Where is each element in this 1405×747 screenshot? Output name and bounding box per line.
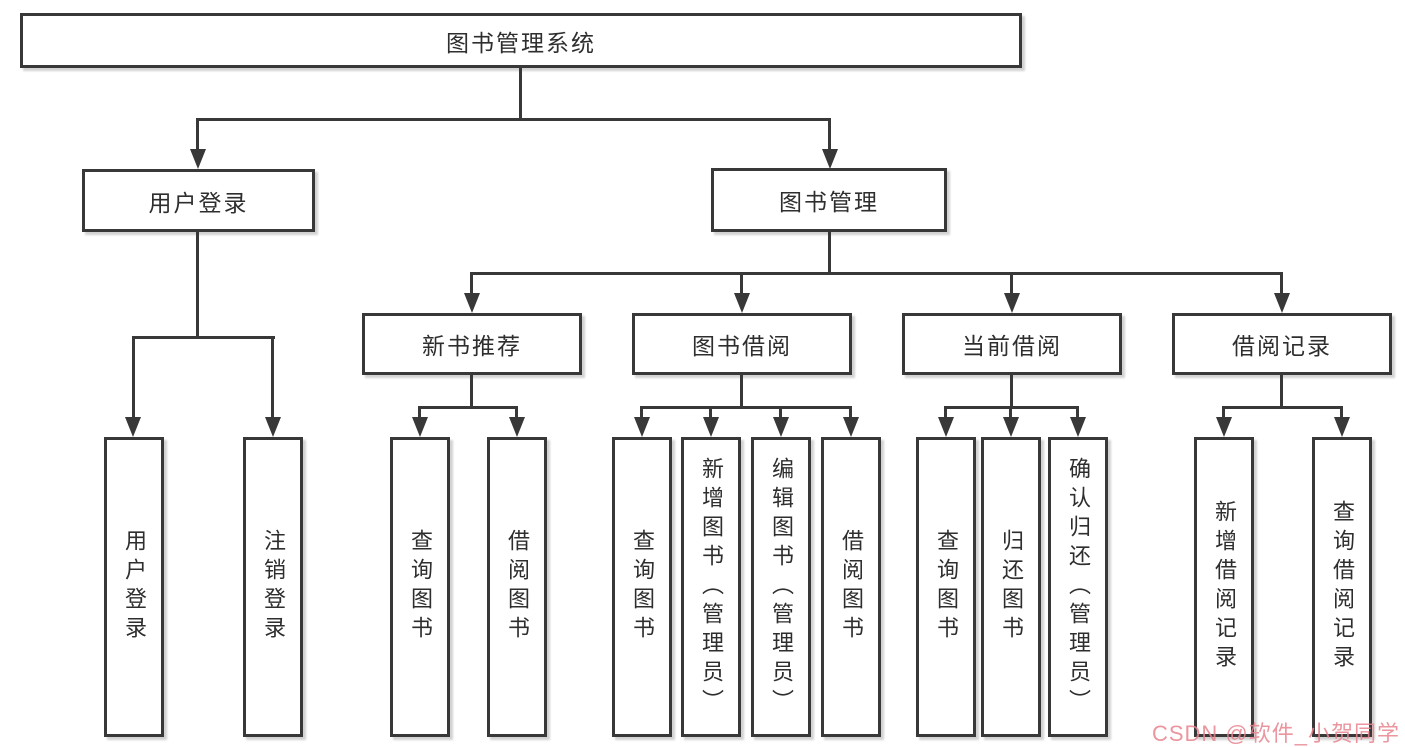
arrow-head-icon bbox=[822, 149, 838, 169]
leaf-label: 查询图书 bbox=[934, 529, 959, 645]
connector-line bbox=[642, 406, 852, 409]
connector-line bbox=[1224, 406, 1343, 409]
leaf-borrowing-edit-books-admin: 编辑图书（管理员） bbox=[751, 437, 811, 737]
connector-line bbox=[709, 406, 712, 417]
connector-line bbox=[1280, 272, 1283, 293]
connector-line bbox=[470, 272, 1283, 275]
leaf-label: 借阅图书 bbox=[505, 529, 530, 645]
arrow-head-icon bbox=[1334, 417, 1350, 437]
connector-line bbox=[420, 406, 518, 409]
leaf-label: 确认归还（管理员） bbox=[1066, 456, 1091, 718]
node-current-borrowing: 当前借阅 bbox=[902, 313, 1122, 375]
arrow-head-icon bbox=[634, 417, 650, 437]
arrow-head-icon bbox=[509, 417, 525, 437]
connector-line bbox=[1009, 406, 1012, 417]
connector-line bbox=[418, 406, 421, 417]
node-root: 图书管理系统 bbox=[20, 13, 1022, 68]
arrow-head-icon bbox=[938, 417, 954, 437]
leaf-borrowing-query-books: 查询图书 bbox=[612, 437, 672, 737]
connector-line bbox=[519, 68, 522, 118]
leaf-label: 注销登录 bbox=[261, 529, 286, 645]
leaf-label: 新增借阅记录 bbox=[1212, 500, 1237, 674]
connector-line bbox=[196, 232, 199, 336]
arrow-head-icon bbox=[265, 417, 281, 437]
arrow-head-icon bbox=[1004, 293, 1020, 313]
connector-line bbox=[828, 118, 831, 149]
leaf-label: 查询图书 bbox=[408, 529, 433, 645]
connector-line bbox=[849, 406, 852, 417]
connector-line bbox=[740, 375, 743, 406]
connector-line bbox=[196, 118, 199, 149]
csdn-watermark: CSDN @软件_小贺同学 bbox=[1151, 721, 1400, 746]
leaf-newbook-borrow-books: 借阅图书 bbox=[487, 437, 547, 737]
leaf-label: 用户登录 bbox=[122, 529, 147, 645]
leaf-label: 新增图书（管理员） bbox=[699, 456, 724, 718]
connector-line bbox=[828, 232, 831, 272]
arrow-head-icon bbox=[1070, 417, 1086, 437]
connector-line bbox=[1010, 272, 1013, 293]
connector-line bbox=[470, 375, 473, 406]
leaf-label: 查询图书 bbox=[630, 529, 655, 645]
arrow-head-icon bbox=[464, 293, 480, 313]
leaf-label: 借阅图书 bbox=[839, 529, 864, 645]
connector-line bbox=[1010, 375, 1013, 406]
connector-line bbox=[1340, 406, 1343, 417]
arrow-head-icon bbox=[703, 417, 719, 437]
connector-line bbox=[196, 118, 831, 121]
arrow-head-icon bbox=[190, 149, 206, 169]
connector-line bbox=[740, 272, 743, 293]
connector-line bbox=[470, 272, 473, 293]
connector-line bbox=[132, 336, 135, 417]
leaf-records-add-record: 新增借阅记录 bbox=[1194, 437, 1254, 737]
leaf-user-login: 用户登录 bbox=[104, 437, 164, 737]
arrow-head-icon bbox=[125, 417, 141, 437]
leaf-logout: 注销登录 bbox=[243, 437, 303, 737]
node-borrow-records: 借阅记录 bbox=[1172, 313, 1392, 375]
leaf-label: 编辑图书（管理员） bbox=[769, 456, 794, 718]
node-book-management: 图书管理 bbox=[711, 168, 947, 232]
arrow-head-icon bbox=[773, 417, 789, 437]
leaf-records-query-record: 查询借阅记录 bbox=[1312, 437, 1372, 737]
leaf-label: 查询借阅记录 bbox=[1330, 500, 1355, 674]
arrow-head-icon bbox=[1274, 293, 1290, 313]
connector-line bbox=[944, 406, 947, 417]
arrow-head-icon bbox=[412, 417, 428, 437]
arrow-head-icon bbox=[1003, 417, 1019, 437]
node-new-book-recommend: 新书推荐 bbox=[362, 313, 582, 375]
connector-line bbox=[779, 406, 782, 417]
connector-line bbox=[1222, 406, 1225, 417]
connector-line bbox=[132, 336, 275, 339]
arrow-head-icon bbox=[734, 293, 750, 313]
node-book-borrowing: 图书借阅 bbox=[632, 313, 852, 375]
connector-line bbox=[1076, 406, 1079, 417]
connector-line bbox=[271, 336, 274, 417]
leaf-current-return-books: 归还图书 bbox=[981, 437, 1041, 737]
node-user-login: 用户登录 bbox=[82, 169, 315, 232]
leaf-newbook-query-books: 查询图书 bbox=[390, 437, 450, 737]
arrow-head-icon bbox=[843, 417, 859, 437]
leaf-current-query-books: 查询图书 bbox=[916, 437, 976, 737]
leaf-current-confirm-return-admin: 确认归还（管理员） bbox=[1048, 437, 1108, 737]
connector-line bbox=[1280, 375, 1283, 406]
connector-line bbox=[640, 406, 643, 417]
connector-line bbox=[946, 406, 1079, 409]
leaf-borrowing-add-books-admin: 新增图书（管理员） bbox=[681, 437, 741, 737]
arrow-head-icon bbox=[1216, 417, 1232, 437]
connector-line bbox=[515, 406, 518, 417]
leaf-borrowing-borrow-books: 借阅图书 bbox=[821, 437, 881, 737]
leaf-label: 归还图书 bbox=[999, 529, 1024, 645]
